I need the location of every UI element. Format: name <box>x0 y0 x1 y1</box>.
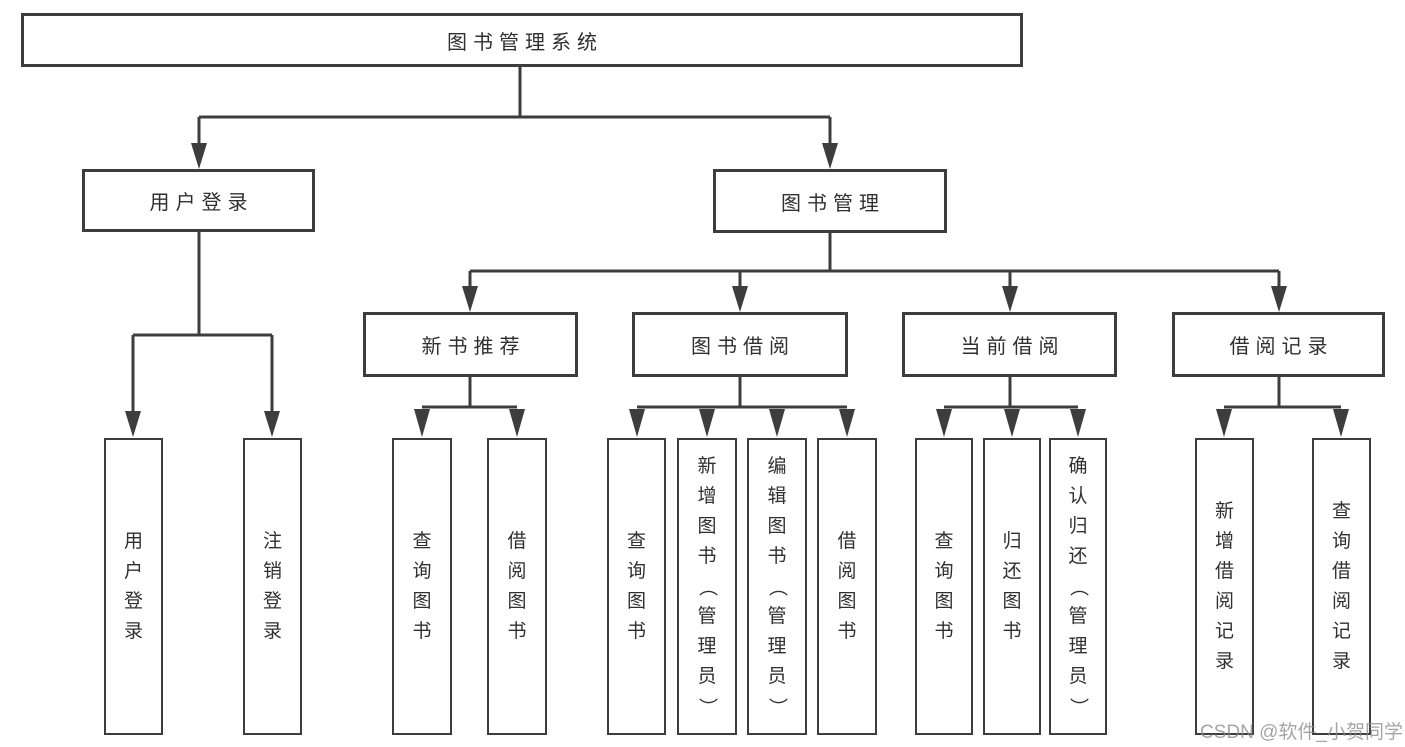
leaf-add-borrow-record: 新增借阅记录 <box>1195 438 1254 735</box>
node-label: 查询图书 <box>412 530 432 642</box>
node-label: 图书管理系统 <box>447 31 603 54</box>
node-label: 借阅图书 <box>507 530 527 642</box>
leaf-confirm-return-admin: 确认归还（管理员） <box>1049 438 1107 735</box>
node-user-login: 用户登录 <box>82 169 315 232</box>
leaf-user-login: 用户登录 <box>104 438 163 735</box>
node-book-management: 图书管理 <box>713 169 947 233</box>
node-current-borrow: 当前借阅 <box>902 312 1117 377</box>
leaf-borrow-book: 借阅图书 <box>487 438 547 735</box>
edges-level3-to-leaves <box>422 376 1341 409</box>
leaf-add-book-admin: 新增图书（管理员） <box>677 438 737 735</box>
node-label: 新增借阅记录 <box>1214 500 1234 672</box>
node-label: 用户登录 <box>149 192 254 214</box>
node-label: 查询借阅记录 <box>1331 500 1351 672</box>
node-label: 借阅记录 <box>1229 336 1334 358</box>
leaf-query-book: 查询图书 <box>915 438 973 735</box>
node-label: 图书借阅 <box>691 336 795 358</box>
node-label: 编辑图书（管理员） <box>766 455 788 717</box>
node-label: 借阅图书 <box>837 530 857 642</box>
node-label: 用户登录 <box>123 530 143 642</box>
leaf-edit-book-admin: 编辑图书（管理员） <box>747 438 807 735</box>
node-label: 当前借阅 <box>960 336 1065 358</box>
csdn-watermark: CSDN @软件_小贺同学 <box>1200 722 1403 743</box>
node-root-system: 图书管理系统 <box>21 13 1023 67</box>
node-label: 确认归还（管理员） <box>1067 455 1089 717</box>
node-borrow-record: 借阅记录 <box>1172 312 1385 377</box>
leaf-borrow-book: 借阅图书 <box>817 438 877 735</box>
node-label: 查询图书 <box>626 530 646 642</box>
edges-book-mgmt-to-level3 <box>468 232 1281 290</box>
leaf-logout: 注销登录 <box>243 438 302 735</box>
node-label: 查询图书 <box>934 530 954 642</box>
node-label: 归还图书 <box>1002 530 1022 642</box>
node-label: 图书管理 <box>781 192 885 215</box>
leaf-query-book: 查询图书 <box>392 438 452 735</box>
node-new-book-recommend: 新书推荐 <box>363 312 578 377</box>
edges-root-to-level2 <box>197 66 832 147</box>
leaf-query-book: 查询图书 <box>607 438 666 735</box>
node-label: 注销登录 <box>262 530 282 642</box>
arrowheads <box>125 143 1349 437</box>
node-label: 新书推荐 <box>421 336 526 358</box>
leaf-query-borrow-record: 查询借阅记录 <box>1312 438 1371 735</box>
edges-user-login-to-leaves <box>131 231 274 414</box>
leaf-return-book: 归还图书 <box>983 438 1041 735</box>
node-label: 新增图书（管理员） <box>696 455 718 717</box>
node-book-borrow: 图书借阅 <box>632 312 848 377</box>
